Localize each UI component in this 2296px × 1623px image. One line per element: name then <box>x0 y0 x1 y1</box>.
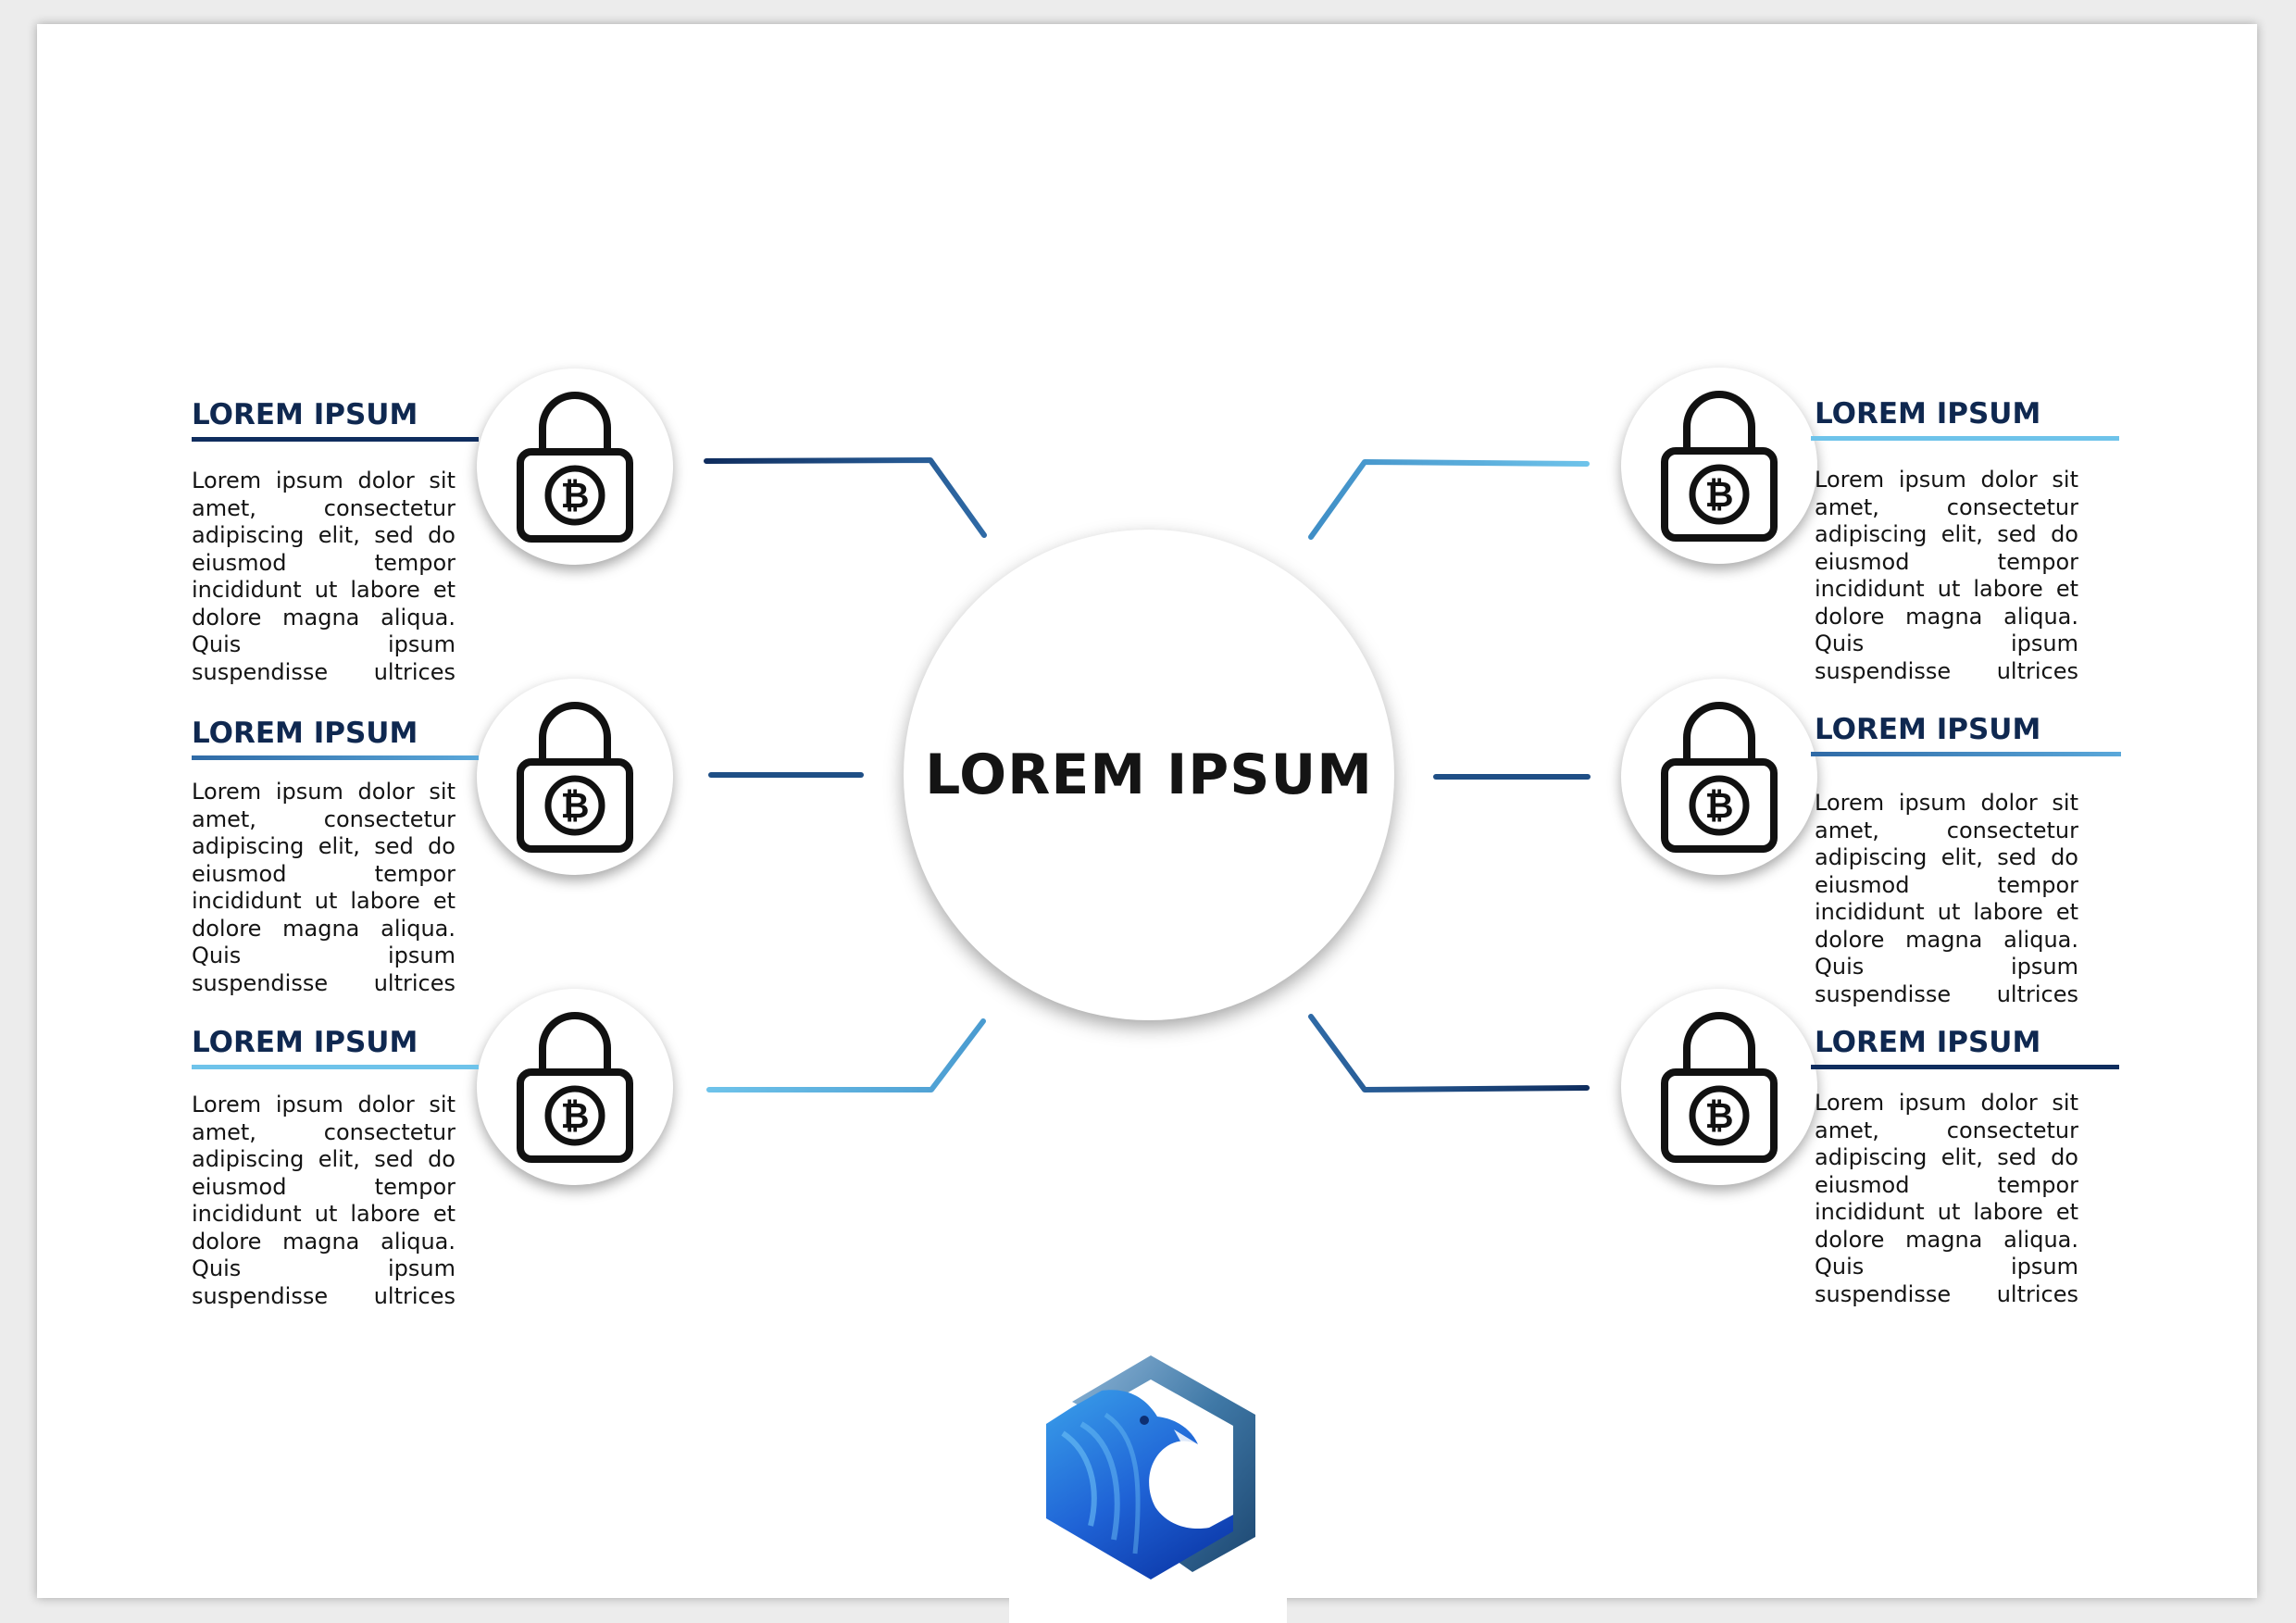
node-middle-left: ₿ <box>477 679 673 875</box>
item-block-middle-right: LOREM IPSUM Lorem ipsum dolor sit amet, … <box>1811 711 2296 1008</box>
item-rule <box>192 755 479 760</box>
item-title: LOREM IPSUM <box>192 1026 418 1059</box>
item-body: Lorem ipsum dolor sit amet, consectetur … <box>192 468 455 685</box>
bitcoin-padlock-icon: ₿ <box>517 1012 633 1163</box>
item-title: LOREM IPSUM <box>1815 1026 2041 1059</box>
item-rule <box>192 437 479 442</box>
center-circle: LOREM IPSUM <box>904 530 1394 1020</box>
connector-top-left <box>704 457 987 538</box>
node-top-left: ₿ <box>477 368 673 565</box>
item-rule <box>1811 436 2119 441</box>
node-bottom-left: ₿ <box>477 989 673 1185</box>
node-top-right: ₿ <box>1621 368 1817 564</box>
item-block-top-right: LOREM IPSUM Lorem ipsum dolor sit amet, … <box>1811 395 2296 685</box>
item-block-bottom-left: LOREM IPSUM Lorem ipsum dolor sit amet, … <box>192 1024 673 1310</box>
item-block-top-left: LOREM IPSUM Lorem ipsum dolor sit amet, … <box>192 396 673 686</box>
item-title: LOREM IPSUM <box>1815 713 2041 746</box>
connector-bottom-right <box>1308 1014 1590 1092</box>
item-block-bottom-right: LOREM IPSUM Lorem ipsum dolor sit amet, … <box>1811 1024 2296 1308</box>
node-middle-right: ₿ <box>1621 679 1817 875</box>
bitcoin-padlock-icon: ₿ <box>1661 391 1778 542</box>
bitcoin-padlock-icon: ₿ <box>1661 702 1778 853</box>
svg-text:₿: ₿ <box>561 1095 590 1136</box>
item-body: Lorem ipsum dolor sit amet, consectetur … <box>1815 1090 2078 1307</box>
svg-text:₿: ₿ <box>561 785 590 826</box>
node-bottom-right: ₿ <box>1621 989 1817 1185</box>
bitcoin-padlock-icon: ₿ <box>517 392 633 543</box>
bitcoin-padlock-icon: ₿ <box>1661 1012 1778 1163</box>
item-body: Lorem ipsum dolor sit amet, consectetur … <box>192 1092 455 1309</box>
item-title: LOREM IPSUM <box>1815 397 2041 431</box>
svg-text:₿: ₿ <box>561 475 590 516</box>
center-title: LOREM IPSUM <box>925 743 1373 807</box>
connector-top-right <box>1308 459 1590 540</box>
item-block-middle-left: LOREM IPSUM Lorem ipsum dolor sit amet, … <box>192 715 673 997</box>
item-rule <box>1811 1065 2119 1069</box>
item-title: LOREM IPSUM <box>192 398 418 431</box>
item-body: Lorem ipsum dolor sit amet, consectetur … <box>192 779 455 996</box>
svg-text:₿: ₿ <box>1705 785 1734 826</box>
svg-text:₿: ₿ <box>1705 1095 1734 1136</box>
bitcoin-padlock-icon: ₿ <box>517 702 633 853</box>
svg-text:₿: ₿ <box>1705 474 1734 515</box>
item-rule <box>1811 752 2121 756</box>
item-body: Lorem ipsum dolor sit amet, consectetur … <box>1815 790 2078 1007</box>
item-rule <box>192 1065 479 1069</box>
item-body: Lorem ipsum dolor sit amet, consectetur … <box>1815 467 2078 684</box>
eagle-hexagon-logo <box>1046 1355 1255 1579</box>
page-bottom-tab <box>1009 1574 1287 1623</box>
item-title: LOREM IPSUM <box>192 717 418 750</box>
connector-bottom-left <box>706 1018 986 1092</box>
